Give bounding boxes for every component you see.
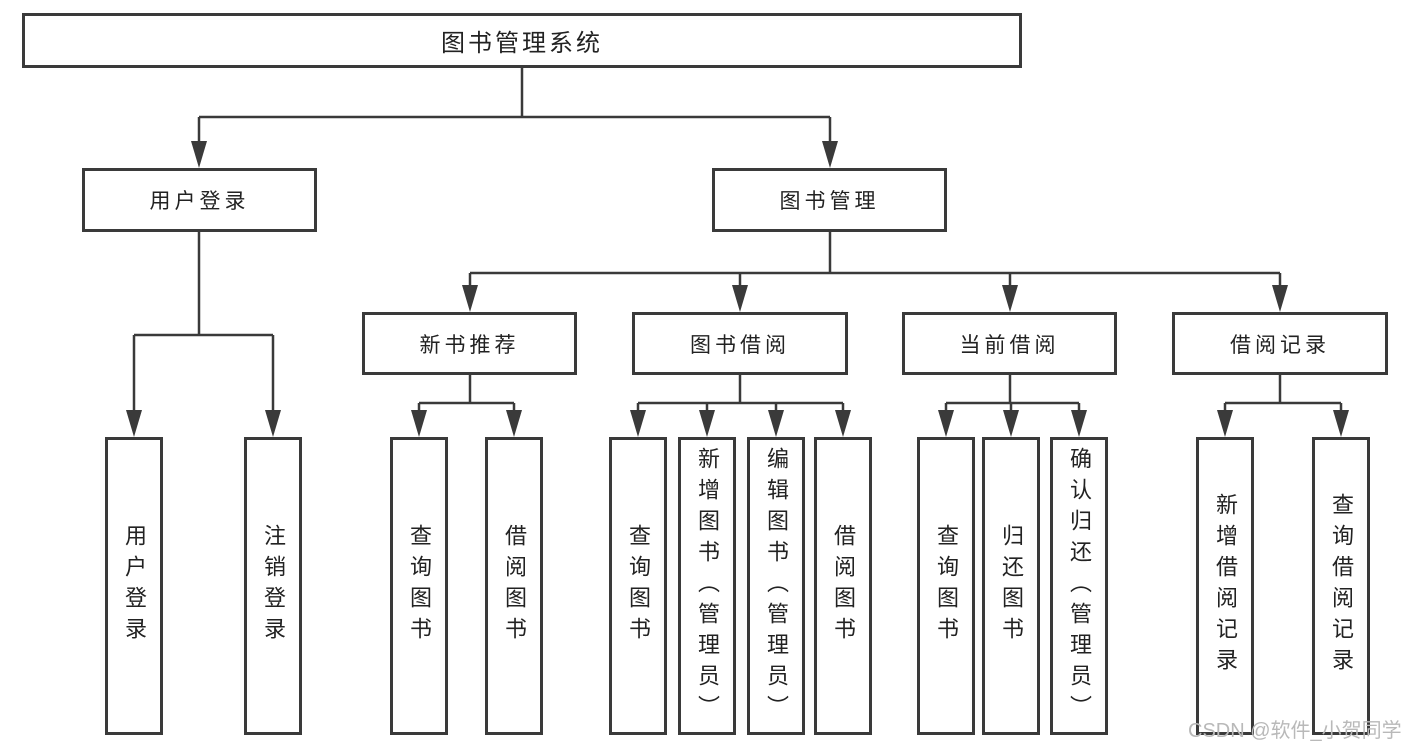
arrowhead [835,410,851,437]
arrowhead [822,141,838,168]
leaf-add-books-admin: 新增图书（管理员） [678,437,736,735]
arrowhead [1272,285,1288,312]
node-label: 图书管理 [779,190,880,213]
arrowhead [1002,285,1018,312]
node-root-system: 图书管理系统 [22,13,1022,68]
node-label: 查询图书 [934,524,959,648]
node-book-management: 图书管理 [712,168,947,232]
arrowhead [506,410,522,437]
node-label: 当前借阅 [959,333,1060,357]
node-borrow-records: 借阅记录 [1172,312,1388,375]
leaf-edit-books-admin: 编辑图书（管理员） [747,437,805,735]
leaf-query-books-borrow: 查询图书 [609,437,667,735]
node-user-login: 用户登录 [82,168,317,232]
node-label: 查询图书 [407,524,432,648]
arrowhead [938,410,954,437]
node-label: 查询图书 [626,524,651,648]
arrowhead [630,410,646,437]
leaf-borrow-books-recommend: 借阅图书 [485,437,543,735]
arrowhead [191,141,207,168]
connector-book-mgmt-children [468,232,1282,290]
connector-records-children [1223,375,1343,414]
node-label: 确认归还（管理员） [1067,446,1092,726]
node-label: 用户登录 [149,190,250,213]
arrowhead [1003,410,1019,437]
leaf-logout: 注销登录 [244,437,302,735]
node-label: 图书借阅 [690,333,790,357]
node-label: 归还图书 [999,524,1024,648]
arrowhead [411,410,427,437]
node-label: 新增图书（管理员） [695,446,720,726]
arrowhead [1071,410,1087,437]
node-label: 查询借阅记录 [1329,493,1354,679]
leaf-query-borrow-record: 查询借阅记录 [1312,437,1370,735]
node-label: 新增借阅记录 [1213,493,1238,679]
connector-root-to-level2 [197,68,832,145]
node-current-borrow: 当前借阅 [902,312,1117,375]
arrowhead [265,410,281,437]
leaf-confirm-return-admin: 确认归还（管理员） [1050,437,1108,735]
leaf-query-books-recommend: 查询图书 [390,437,448,735]
leaf-add-borrow-record: 新增借阅记录 [1196,437,1254,735]
connector-current-children [944,375,1081,414]
arrowhead [699,410,715,437]
leaf-query-books-current: 查询图书 [917,437,975,735]
node-book-borrow: 图书借阅 [632,312,848,375]
node-label: 借阅图书 [831,524,856,648]
connector-recommend-children [417,375,516,414]
node-label: 新书推荐 [419,333,520,357]
node-label: 注销登录 [261,524,286,648]
node-label: 图书管理系统 [441,30,603,57]
leaf-borrow-books-borrow: 借阅图书 [814,437,872,735]
arrowhead [1333,410,1349,437]
arrowhead [462,285,478,312]
connector-borrow-children [636,375,845,414]
leaf-user-login: 用户登录 [105,437,163,735]
arrowhead [768,410,784,437]
node-label: 借阅图书 [502,524,527,648]
connector-user-login-children [132,232,275,414]
node-label: 借阅记录 [1230,333,1330,357]
csdn-watermark: CSDN @软件_小贺同学 [1188,720,1402,742]
node-new-book-recommend: 新书推荐 [362,312,577,375]
node-label: 编辑图书（管理员） [764,446,789,726]
leaf-return-books: 归还图书 [982,437,1040,735]
node-label: 用户登录 [122,524,147,648]
arrowhead [126,410,142,437]
arrowhead [732,285,748,312]
arrowhead [1217,410,1233,437]
